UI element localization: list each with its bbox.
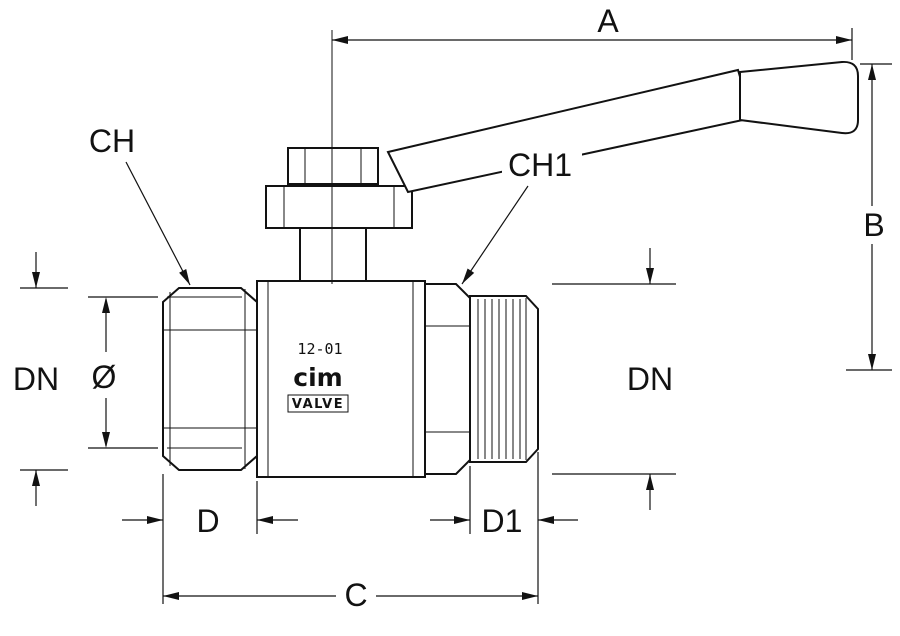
leader-ch bbox=[125, 161, 191, 286]
arrow-a-right bbox=[836, 36, 852, 44]
arrow-dn-left-top bbox=[32, 272, 40, 288]
arrow-diameter-top bbox=[102, 297, 110, 313]
stem-flange bbox=[265, 185, 413, 229]
dimension-diameter: Ø bbox=[88, 296, 158, 449]
arrow-dn-left-bottom bbox=[32, 470, 40, 486]
arrow-dn-right-bottom bbox=[646, 474, 654, 490]
callout-ch: CH bbox=[89, 123, 191, 286]
body-marking-product-box bbox=[287, 394, 349, 413]
dimension-c: C bbox=[163, 577, 538, 613]
handle-grip bbox=[739, 60, 859, 135]
male-thread-end bbox=[469, 295, 539, 463]
arrow-ch bbox=[179, 269, 190, 285]
arrow-b-top bbox=[868, 64, 876, 80]
label-ch: CH bbox=[89, 123, 135, 159]
thread-lines bbox=[477, 298, 527, 460]
dimension-d: D bbox=[122, 474, 298, 604]
arrow-a-left bbox=[332, 36, 348, 44]
label-diameter: Ø bbox=[92, 359, 117, 395]
body-marking-model: 12-01 bbox=[297, 340, 342, 358]
arrow-d-left bbox=[147, 516, 163, 524]
male-thread-outline bbox=[469, 295, 539, 463]
left-nut-outline bbox=[162, 287, 258, 471]
label-d1: D1 bbox=[482, 503, 523, 539]
arrow-c-right bbox=[522, 592, 538, 600]
label-b: B bbox=[863, 207, 884, 243]
right-hex-outline bbox=[424, 283, 471, 475]
dimension-dn-left: DN bbox=[13, 252, 68, 506]
label-ch1: CH1 bbox=[508, 147, 572, 183]
label-dn-right: DN bbox=[627, 361, 673, 397]
arrow-d1-right bbox=[538, 516, 554, 524]
label-c: C bbox=[344, 577, 367, 613]
valve-assembly: 12-01 cim VALVE bbox=[162, 30, 859, 478]
dimension-d1: D1 bbox=[430, 452, 578, 604]
stem-flange-facets bbox=[283, 186, 395, 228]
label-a: A bbox=[597, 3, 619, 39]
label-ch1-backing bbox=[502, 150, 582, 182]
body-marking-product: VALVE bbox=[292, 397, 344, 412]
stem-neck bbox=[299, 227, 367, 282]
arrow-ch1 bbox=[462, 268, 475, 284]
label-dn-left: DN bbox=[13, 361, 59, 397]
dimension-a: A bbox=[332, 3, 853, 60]
arrow-b-bottom bbox=[868, 354, 876, 370]
arrow-d-right bbox=[257, 516, 273, 524]
body-marking-brand: cim bbox=[293, 363, 342, 392]
callout-ch1: CH1 bbox=[461, 147, 582, 285]
arrow-dn-right-top bbox=[646, 268, 654, 284]
packing-nut-facets bbox=[304, 148, 362, 184]
leader-ch1 bbox=[461, 185, 529, 285]
valve-body: 12-01 cim VALVE bbox=[256, 280, 426, 478]
right-hex-facets bbox=[425, 325, 470, 433]
valve-stem bbox=[265, 147, 413, 282]
arrow-c-left bbox=[163, 592, 179, 600]
label-d: D bbox=[196, 503, 219, 539]
left-coupling-nut bbox=[162, 287, 258, 471]
arrow-diameter-bottom bbox=[102, 432, 110, 448]
left-nut-facets bbox=[163, 289, 257, 469]
dimension-dn-right: DN bbox=[552, 248, 676, 510]
valve-handle bbox=[386, 60, 859, 194]
body-outline bbox=[256, 280, 426, 478]
arrow-d1-left bbox=[454, 516, 470, 524]
dimensions: A B CH CH1 bbox=[13, 3, 892, 613]
right-hex-section bbox=[424, 283, 471, 475]
body-end-lines bbox=[267, 281, 414, 477]
packing-nut bbox=[287, 147, 379, 185]
dimension-b: B bbox=[846, 63, 892, 371]
